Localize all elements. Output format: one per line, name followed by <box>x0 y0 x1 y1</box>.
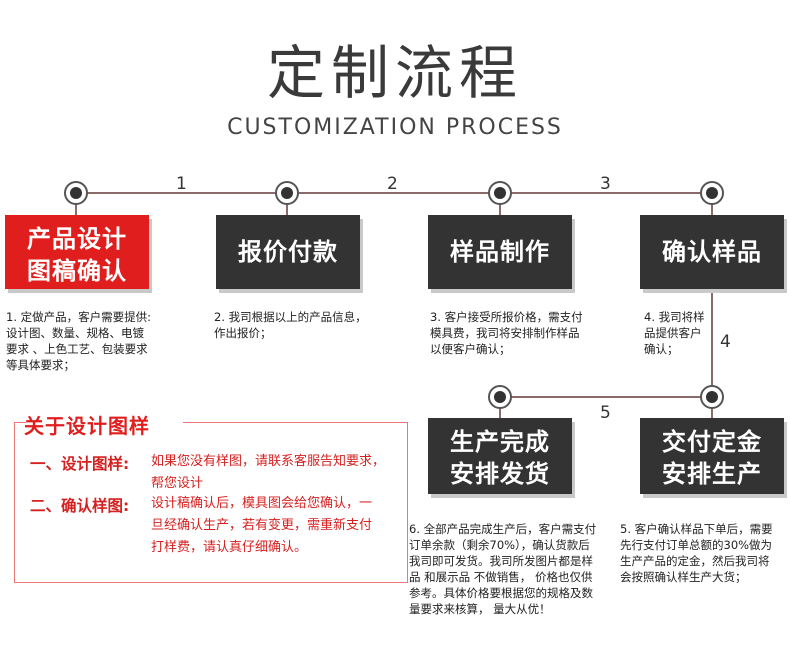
page-subtitle: CUSTOMIZATION PROCESS <box>227 115 563 140</box>
desc-line: 生产产品的定金，然后我司将 <box>620 554 770 568</box>
desc-line: 1. 定做产品，客户需要提供: <box>6 310 152 324</box>
desc-line: 5. 客户确认样品下单后，需要 <box>620 522 773 536</box>
node-2 <box>275 181 299 205</box>
step-desc-2: 2. 我司根据以上的产品信息， 作出报价； <box>214 309 414 341</box>
about-label-design: 一、设计图样: <box>30 455 130 473</box>
about-line: 如果您没有样图，请联系客服告知要求， <box>151 454 386 469</box>
about-line: 旦经确认生产，若有变更，需重新支付 <box>151 518 373 533</box>
step-box-line: 生产完成 <box>450 428 550 456</box>
step-box-line: 产品设计 <box>27 225 127 253</box>
about-text-confirm: 设计稿确认后，模具图会给您确认，一 旦经确认生产，若有变更，需重新支付 打样费，… <box>151 493 406 559</box>
desc-line: 量要求来核算， 量大从优！ <box>409 602 551 616</box>
desc-line: 2. 我司根据以上的产品信息， <box>214 310 367 324</box>
page-title: 定制流程 <box>266 39 523 107</box>
about-title: 关于设计图样 <box>24 414 150 438</box>
desc-line: 参考。具体价格要根据您的规格及数 <box>409 586 593 600</box>
step-desc-3: 3. 客户接受所报价格，需支付 模具费，我司将安排制作样品 以便客户确认； <box>430 309 630 357</box>
step-box-line: 报价付款 <box>238 238 338 266</box>
node-4 <box>700 181 724 205</box>
desc-line: 3. 客户接受所报价格，需支付 <box>430 310 583 324</box>
step-box-line: 交付定金 <box>662 428 762 456</box>
desc-line: 等具体要求； <box>6 358 75 372</box>
flow-nodes <box>64 181 724 409</box>
desc-line: 以便客户确认； <box>430 342 511 356</box>
about-panel-frame <box>14 422 408 583</box>
desc-line: 模具费，我司将安排制作样品 <box>430 326 580 340</box>
step-box-line: 确认样品 <box>662 238 762 266</box>
about-line: 设计稿确认后，模具图会给您确认，一 <box>151 496 373 511</box>
step-box-line: 安排发货 <box>450 460 550 488</box>
step-desc-5: 5. 客户确认样品下单后，需要 先行支付订单总额的30%做为 生产产品的定金，然… <box>620 521 790 585</box>
step-box-line: 图稿确认 <box>27 257 127 285</box>
step-number-2: 2 <box>387 174 398 194</box>
about-text-design: 如果您没有样图，请联系客服告知要求， 帮您设计 <box>151 451 406 495</box>
step-box-deposit: 交付定金 安排生产 <box>640 418 784 494</box>
desc-line: 我司即可发货。我司所发图片都是样 <box>409 554 593 568</box>
step-desc-4: 4. 我司将样 品提供客户 确认； <box>644 309 714 357</box>
step-box-line: 样品制作 <box>450 238 550 266</box>
node-5 <box>488 385 512 409</box>
step-box-sample: 样品制作 <box>428 215 572 289</box>
desc-line: 订单余款（剩余70%），确认货款后 <box>409 538 590 552</box>
desc-line: 设计图、数量、规格、电镀 <box>6 326 144 340</box>
about-label-confirm: 二、确认样图: <box>30 497 130 515</box>
desc-line: 品 和展示品 不做销售， 价格也仅供 <box>409 570 593 584</box>
step-desc-6: 6. 全部产品完成生产后，客户需支付 订单余款（剩余70%），确认货款后 我司即… <box>409 521 614 617</box>
desc-line: 要求 、上色工艺、包装要求 <box>6 342 148 356</box>
step-number-4: 4 <box>720 332 731 352</box>
node-3 <box>488 181 512 205</box>
node-6 <box>700 385 724 409</box>
step-box-design: 产品设计 图稿确认 <box>5 215 149 289</box>
desc-line: 4. 我司将样 <box>644 310 705 324</box>
desc-line: 品提供客户 <box>644 326 702 340</box>
step-box-shipping: 生产完成 安排发货 <box>428 418 572 494</box>
about-line: 帮您设计 <box>151 476 204 491</box>
desc-line: 6. 全部产品完成生产后，客户需支付 <box>409 522 597 536</box>
step-number-5: 5 <box>600 403 611 423</box>
step-box-line: 安排生产 <box>662 460 762 488</box>
node-1 <box>64 181 88 205</box>
about-line: 打样费，请认真仔细确认。 <box>151 540 308 555</box>
step-box-confirm-sample: 确认样品 <box>640 215 784 289</box>
desc-line: 确认； <box>644 342 679 356</box>
desc-line: 作出报价； <box>214 326 272 340</box>
step-desc-1: 1. 定做产品，客户需要提供: 设计图、数量、规格、电镀 要求 、上色工艺、包装… <box>6 309 206 373</box>
desc-line: 先行支付订单总额的30%做为 <box>620 538 773 552</box>
step-number-3: 3 <box>600 174 611 194</box>
step-box-quote: 报价付款 <box>216 215 360 289</box>
step-number-1: 1 <box>176 174 187 194</box>
desc-line: 会按照确认样生产大货； <box>620 570 747 584</box>
